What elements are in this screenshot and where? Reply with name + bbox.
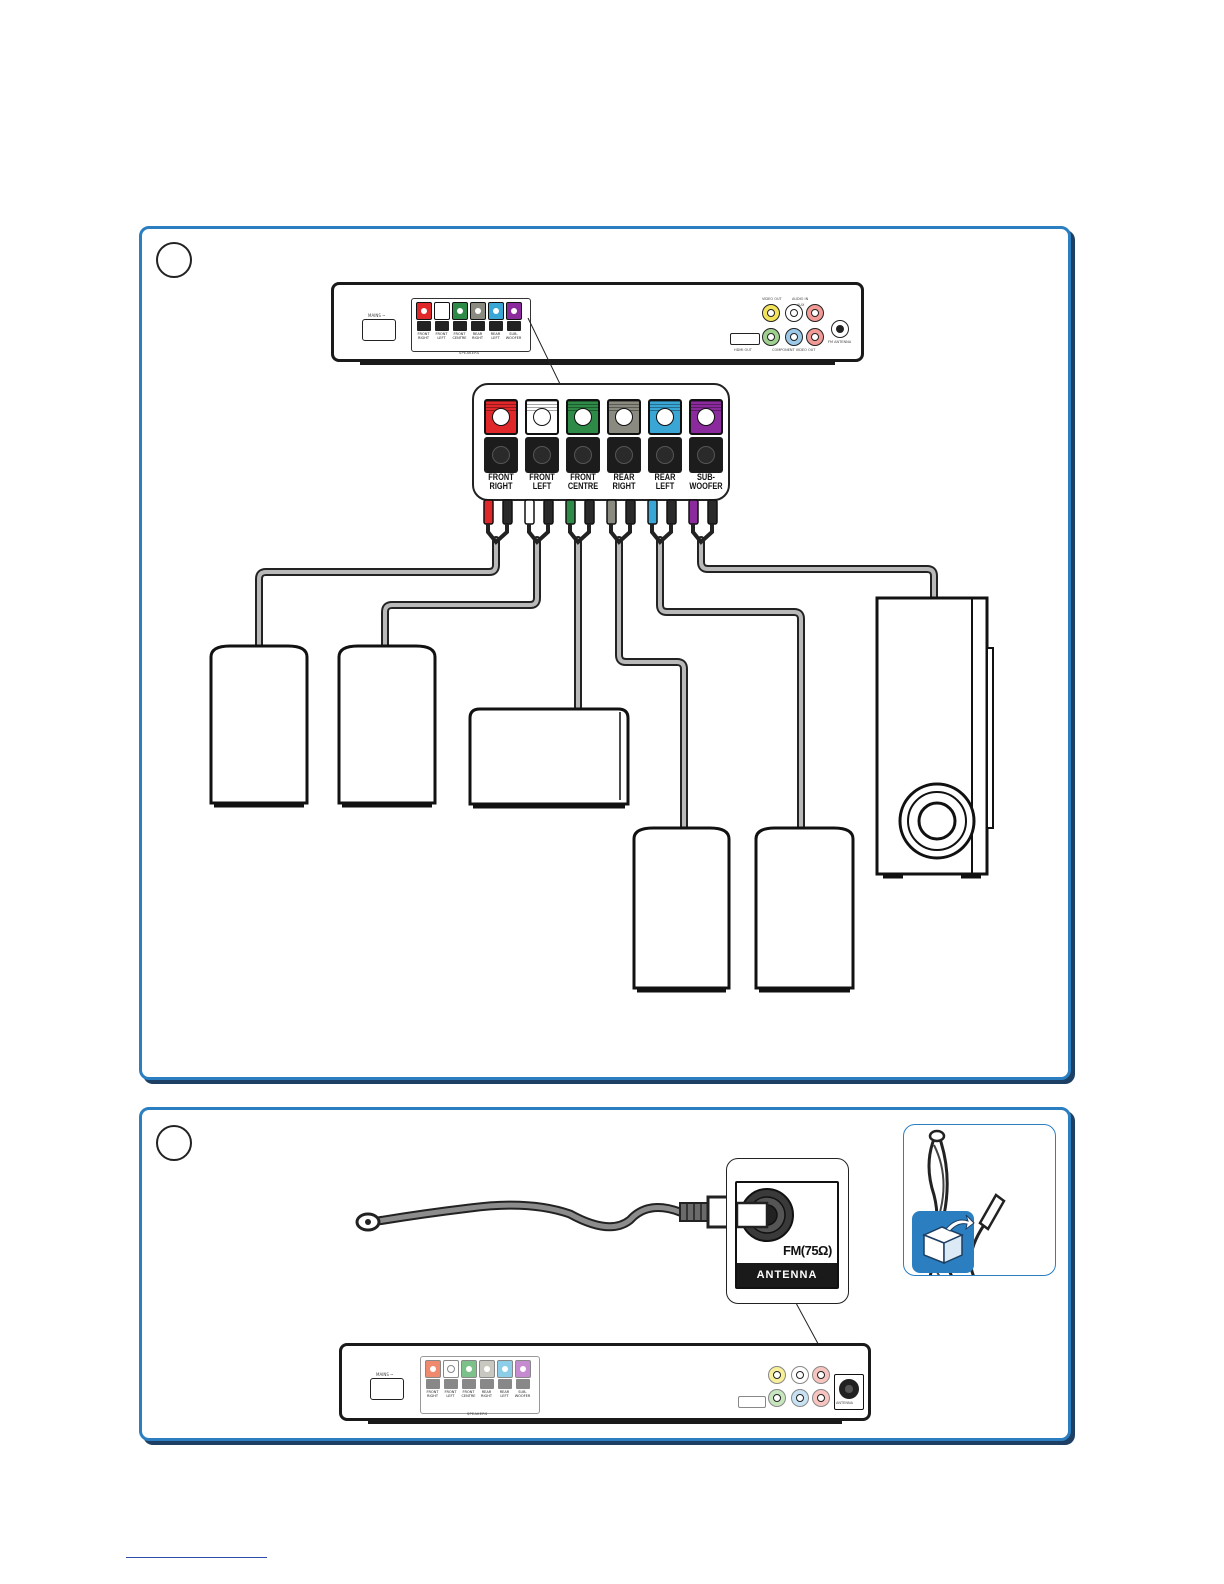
- antenna-jack-zoom: FM(75Ω) ANTENNA: [726, 1158, 849, 1304]
- video-out-label: VIDEO OUT: [762, 297, 782, 301]
- hdmi-port: [730, 333, 760, 345]
- hdmi-label: HDMI OUT: [734, 348, 752, 352]
- component-pr-jack: [806, 328, 824, 346]
- antenna-jack-highlight: ANTENNA: [834, 1374, 864, 1410]
- terminal-subwoofer: [689, 399, 723, 473]
- step-circle-a: [156, 242, 192, 278]
- mains-label: MAINS ~: [376, 1372, 394, 1377]
- terminal-rear-right: [607, 399, 641, 473]
- unit-foot: [368, 1421, 842, 1424]
- audio-in-left-jack: [785, 304, 803, 322]
- fm-antenna-jack: [831, 320, 849, 338]
- unit-foot: [360, 362, 835, 365]
- mini-terminal: FRONT RIGHT: [415, 302, 432, 348]
- audio-in-right-jack: [806, 304, 824, 322]
- terminal-front-centre: [566, 399, 600, 473]
- terminal-label-front-right: FRONT RIGHT: [488, 472, 514, 491]
- speaker-terminals-zoom: FRONT RIGHT FRONT LEFT FRONT CENTRE REAR…: [472, 383, 730, 501]
- mini-terminal: FRONT LEFT: [442, 1360, 459, 1410]
- antenna-mini-label: ANTENNA: [836, 1401, 853, 1405]
- mains-socket: [370, 1378, 404, 1400]
- component-pb-jack: [785, 328, 803, 346]
- audio-in-left-jack: [791, 1366, 809, 1384]
- aux-label: AUX: [797, 303, 805, 307]
- box-contents-card: [903, 1124, 1056, 1276]
- mini-terminal: FRONT LEFT: [433, 302, 450, 348]
- main-unit-rear-panel: MAINS ~ FRONT RIGHT FRONT LEFT FRONT CEN…: [331, 282, 864, 365]
- speaker-terminal-group: FRONT RIGHT FRONT LEFT FRONT CENTRE REAR…: [411, 298, 531, 352]
- main-unit-rear-panel-b: MAINS ~ FRONT RIGHT FRONT LEFT FRONT CEN…: [339, 1343, 871, 1424]
- mini-terminal: REAR LEFT: [496, 1360, 513, 1410]
- terminal-front-right: [484, 399, 518, 473]
- box-with-arrow-icon: [912, 1129, 1006, 1275]
- terminal-label-rear-left: REAR LEFT: [654, 472, 676, 491]
- fm-antenna-jack: [839, 1379, 859, 1399]
- speakers-caption: SPEAKERS: [467, 1412, 488, 1416]
- step-circle-b: [156, 1125, 192, 1161]
- mini-terminal: SUB- WOOFER: [514, 1360, 531, 1410]
- component-label: COMPONENT VIDEO OUT: [772, 348, 816, 352]
- mains-socket: [362, 319, 396, 341]
- audio-in-label: AUDIO IN: [792, 297, 809, 301]
- mini-terminal: FRONT RIGHT: [424, 1360, 441, 1410]
- component-pr-jack: [812, 1389, 830, 1407]
- mains-label: MAINS ~: [368, 313, 386, 318]
- antenna-label: ANTENNA: [756, 1269, 818, 1281]
- mini-terminal: REAR RIGHT: [469, 302, 486, 348]
- footer-line: [126, 1557, 267, 1558]
- mini-terminal: FRONT CENTRE: [460, 1360, 477, 1410]
- fm-75-ohm-label: FM(75Ω): [783, 1243, 832, 1258]
- mini-terminal: FRONT CENTRE: [451, 302, 468, 348]
- component-y-jack: [768, 1389, 786, 1407]
- fm-antenna-label: FM ANTENNA: [828, 340, 852, 344]
- terminal-label-front-left: FRONT LEFT: [529, 472, 555, 491]
- mini-terminal: REAR RIGHT: [478, 1360, 495, 1410]
- speaker-terminal-group: FRONT RIGHT FRONT LEFT FRONT CENTRE REAR…: [420, 1356, 540, 1414]
- video-out-jack: [768, 1366, 786, 1384]
- terminal-label-subwoofer: SUB- WOOFER: [689, 472, 723, 491]
- mini-terminal: SUB- WOOFER: [505, 302, 522, 348]
- terminal-label-rear-right: REAR RIGHT: [612, 472, 636, 491]
- mini-terminal: REAR LEFT: [487, 302, 504, 348]
- antenna-jack-plate: FM(75Ω) ANTENNA: [735, 1181, 839, 1289]
- fm-socket-icon: [737, 1188, 794, 1242]
- terminal-front-left: [525, 399, 559, 473]
- video-out-jack: [762, 304, 780, 322]
- hdmi-port: [738, 1396, 766, 1408]
- terminal-rear-left: [648, 399, 682, 473]
- audio-in-right-jack: [812, 1366, 830, 1384]
- component-pb-jack: [791, 1389, 809, 1407]
- component-y-jack: [762, 328, 780, 346]
- terminal-label-front-centre: FRONT CENTRE: [567, 472, 599, 491]
- antenna-label-bar: ANTENNA: [737, 1263, 837, 1287]
- speakers-caption: SPEAKERS: [459, 351, 480, 355]
